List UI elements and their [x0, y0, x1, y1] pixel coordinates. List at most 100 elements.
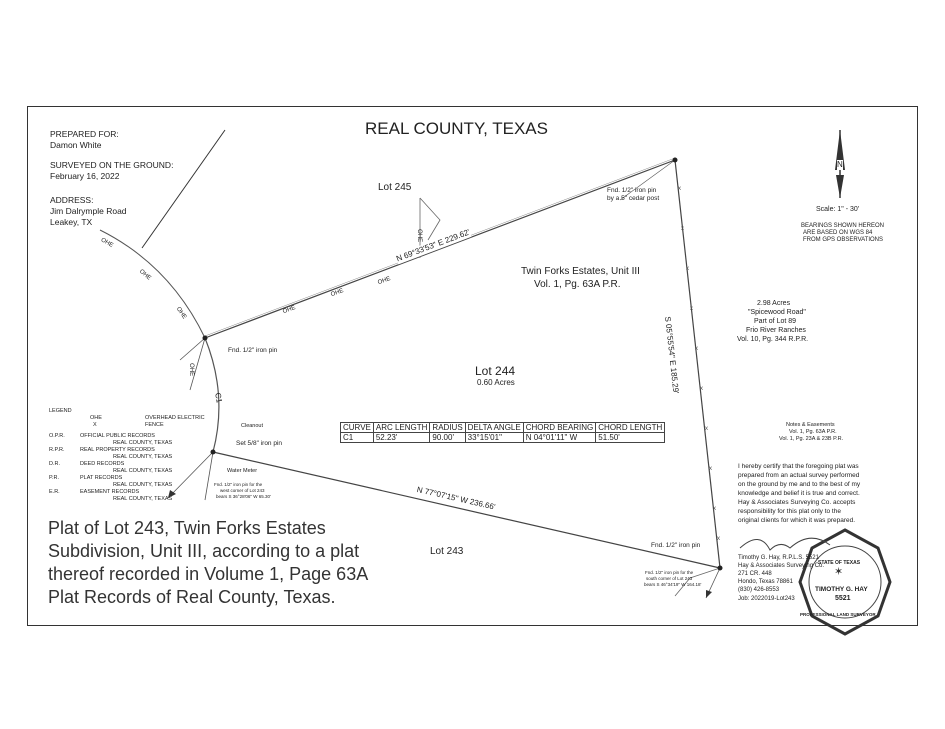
curve-header-cell: ARC LENGTH — [372, 422, 431, 433]
ohe-drop — [189, 337, 206, 391]
cert-line1: I hereby certify that the foregoing plat… — [738, 463, 859, 470]
svg-text:✶: ✶ — [834, 566, 843, 578]
seal-top: STATE OF TEXAS — [818, 560, 861, 566]
set-pin-note: Set 5/8" iron pin — [236, 440, 283, 447]
legend-county: REAL COUNTY, TEXAS — [113, 468, 173, 474]
adjacent-line4: Frio River Ranches — [746, 327, 806, 334]
plat-border — [27, 106, 918, 626]
fnd-sw-1: Fnd. 1/2" iron pin for the — [214, 482, 263, 487]
svg-text:x: x — [717, 536, 720, 542]
bearings-note-1: BEARINGS SHOWN HEREON — [801, 223, 885, 229]
curve-header-cell: CHORD BEARING — [522, 422, 597, 433]
svg-text:x: x — [705, 426, 708, 432]
address-line2: Leakey, TX — [50, 217, 93, 227]
fnd-se2-2: south corner of Lot 243 — [646, 576, 693, 581]
legend-abbr: R.P.R. — [49, 447, 65, 453]
curve-cell: 51.50' — [595, 432, 666, 443]
legend-desc: PLAT RECORDS — [80, 475, 123, 481]
notes-title: Notes & Easements — [786, 422, 835, 428]
surveyed-date: February 16, 2022 — [50, 171, 120, 181]
fnd-ne-2: by a 5" cedar post — [607, 195, 660, 202]
legend-county: REAL COUNTY, TEXAS — [113, 454, 173, 460]
east-boundary — [674, 159, 721, 569]
signature-icon — [739, 537, 831, 551]
description-line3: thereof recorded in Volume 1, Page 63A — [48, 564, 369, 584]
curve-cell: 90.00' — [429, 432, 466, 443]
fnd-se2-3: bears S 46°34'19" W 164.18' — [644, 582, 702, 587]
ohe-label-7: OHE — [416, 229, 423, 243]
legend-county: REAL COUNTY, TEXAS — [113, 440, 173, 446]
fnd-sw-2: west corner of Lot 243 — [220, 488, 265, 493]
svg-text:x: x — [681, 226, 684, 232]
adjacent-line2: "Spicewood Road" — [748, 309, 806, 316]
legend-abbr: P.R. — [49, 475, 59, 481]
legend-abbr: O.P.R. — [49, 433, 65, 439]
curve-header-cell: DELTA ANGLE — [464, 422, 524, 433]
fnd-w: Fnd. 1/2" iron pin — [228, 347, 278, 354]
surveyor-address1: 271 CR. 448 — [738, 571, 772, 577]
legend-desc: OFFICIAL PUBLIC RECORDS — [80, 433, 155, 439]
svg-text:x: x — [713, 506, 716, 512]
bearings-note-2: ARE BASED ON WGS 84 — [803, 230, 873, 236]
cert-line3: on the ground by me and to the best of m… — [738, 481, 861, 488]
fnd-ne-1: Fnd. 1/2" iron pin — [607, 187, 657, 194]
cert-line6: responsibility for this plat only to the — [738, 508, 841, 515]
svg-text:x: x — [709, 466, 712, 472]
curve-cell: N 04°01'11" W — [522, 432, 597, 443]
seal-bottom: PROFESSIONAL LAND SURVEYOR — [800, 612, 876, 617]
lot245-label: Lot 245 — [378, 182, 412, 193]
svg-text:x: x — [700, 386, 703, 392]
legend-ohe-symbol: OHE — [90, 415, 102, 421]
surveyor-seal-icon: ✶ — [798, 528, 892, 636]
north-letter: N — [837, 160, 843, 170]
pin-sw — [210, 449, 216, 455]
cleanout-note: Cleanout — [241, 423, 264, 429]
cert-line4: knowledge and belief it is true and corr… — [738, 490, 860, 497]
adjacent-line5: Vol. 10, Pg. 344 R.P.R. — [737, 336, 809, 343]
surveyor-phone: (830) 426-8553 — [738, 587, 780, 593]
curve-header-cell: CURVE — [340, 422, 374, 433]
surveyed-label: SURVEYED ON THE GROUND: — [50, 160, 174, 170]
fnd-se: Fnd. 1/2" iron pin — [651, 542, 701, 549]
curve-table-row: C1 52.23' 90.00' 33°15'01" N 04°01'11" W… — [340, 432, 666, 443]
legend-desc: REAL PROPERTY RECORDS — [80, 447, 155, 453]
seal-name: TIMOTHY G. HAY — [815, 586, 868, 593]
notes-line2: Vol. 1, Pg. 23A & 23B P.R. — [779, 436, 844, 442]
cert-line2: prepared from an actual survey performed — [738, 472, 860, 479]
pin-w — [202, 335, 208, 341]
legend-desc: DEED RECORDS — [80, 461, 125, 467]
south-boundary — [212, 451, 721, 569]
prepared-for-label: PREPARED FOR: — [50, 129, 119, 139]
curve-label: C1 — [213, 392, 224, 404]
curve-cell: 33°15'01" — [464, 432, 524, 443]
adjacent-line3: Part of Lot 89 — [754, 318, 797, 325]
description-line2: Subdivision, Unit III, according to a pl… — [48, 541, 360, 561]
cert-line5: Hay & Associates Surveying Co. accepts — [738, 499, 856, 506]
lot243-label: Lot 243 — [430, 546, 464, 557]
curve-c1 — [204, 337, 220, 453]
curve-cell: 52.23' — [372, 432, 431, 443]
surveyor-address2: Hondo, Texas 78861 — [738, 579, 793, 585]
pin-se — [717, 565, 723, 571]
lot244-label: Lot 244 — [475, 364, 516, 378]
fnd-se2-1: Fnd. 1/2" iron pin for the — [645, 570, 694, 575]
seal-number: 5521 — [835, 595, 851, 602]
curve-table: CURVE ARC LENGTH RADIUS DELTA ANGLE CHOR… — [340, 422, 666, 443]
notes-line1: Vol. 1, Pg. 63A P.R. — [789, 429, 837, 435]
svg-text:x: x — [678, 186, 681, 192]
subdivision-line2: Vol. 1, Pg. 63A P.R. — [534, 279, 621, 290]
curve-header-cell: RADIUS — [429, 422, 466, 433]
description-line1: Plat of Lot 243, Twin Forks Estates — [48, 518, 326, 538]
legend-county: REAL COUNTY, TEXAS — [113, 482, 173, 488]
surveyor-company: Hay & Associates Surveying Co. — [738, 563, 825, 569]
legend-county: REAL COUNTY, TEXAS — [113, 496, 173, 502]
water-meter-note: Water Meter — [227, 468, 258, 474]
curve-cell: C1 — [340, 432, 374, 443]
ohe-label-8: OHE — [188, 363, 195, 377]
address-line1: Jim Dalrymple Road — [50, 206, 127, 216]
page-title: REAL COUNTY, TEXAS — [365, 119, 548, 138]
legend-abbr: D.R. — [49, 461, 60, 467]
svg-text:x: x — [686, 266, 689, 272]
fence-marks: xxx xxx xxx x — [678, 186, 720, 542]
